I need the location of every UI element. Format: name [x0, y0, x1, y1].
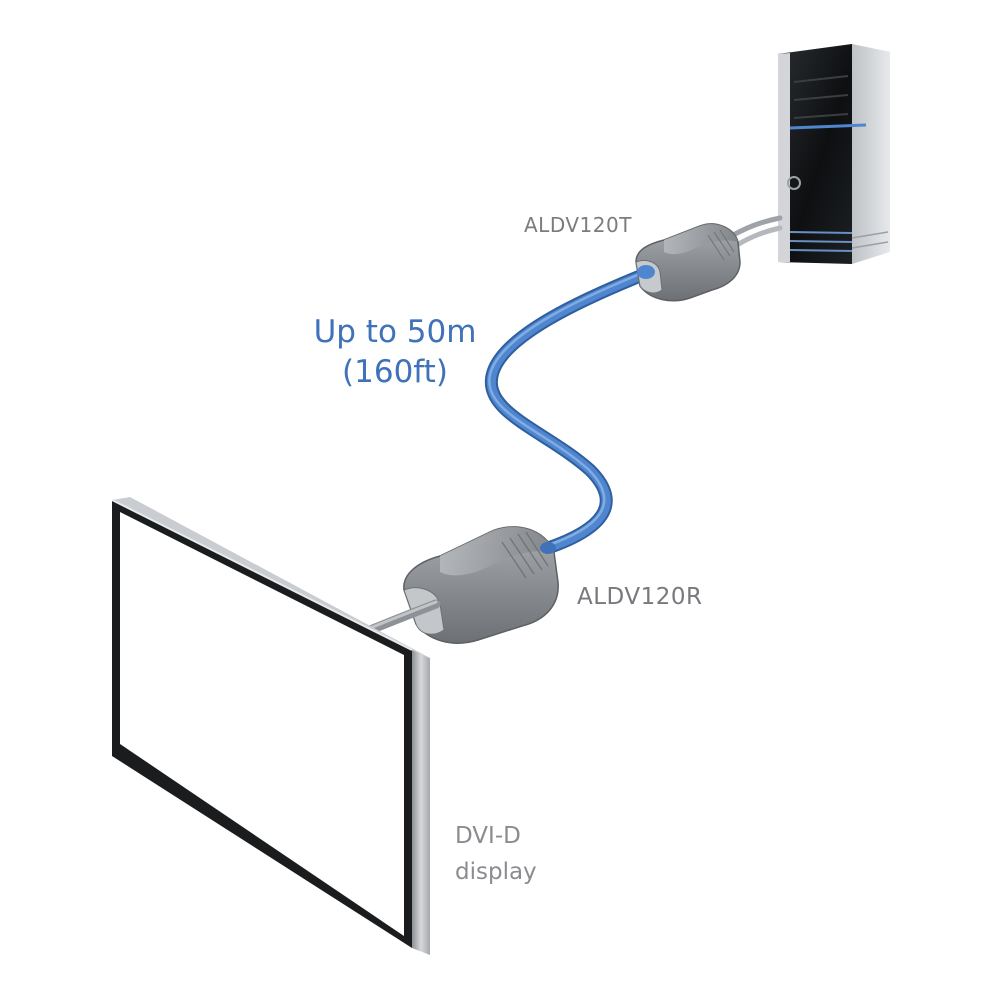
- cat-cable: [484, 265, 657, 555]
- display-label: DVI-D display: [455, 818, 537, 890]
- display-label-line1: DVI-D: [455, 823, 521, 849]
- receiver-label: ALDV120R: [577, 584, 703, 610]
- distance-label-line2: (160ft): [342, 354, 448, 390]
- display-label-line2: display: [455, 859, 537, 885]
- extender-receiver-icon: [403, 526, 559, 644]
- extender-transmitter-icon: [635, 223, 741, 302]
- transmitter-label: ALDV120T: [524, 213, 632, 237]
- distance-label-line1: Up to 50m: [313, 314, 477, 350]
- distance-label: Up to 50m (160ft): [300, 312, 490, 392]
- monitor-icon: [111, 497, 430, 955]
- display-cable: [365, 599, 441, 635]
- computer-tower-icon: [778, 44, 890, 264]
